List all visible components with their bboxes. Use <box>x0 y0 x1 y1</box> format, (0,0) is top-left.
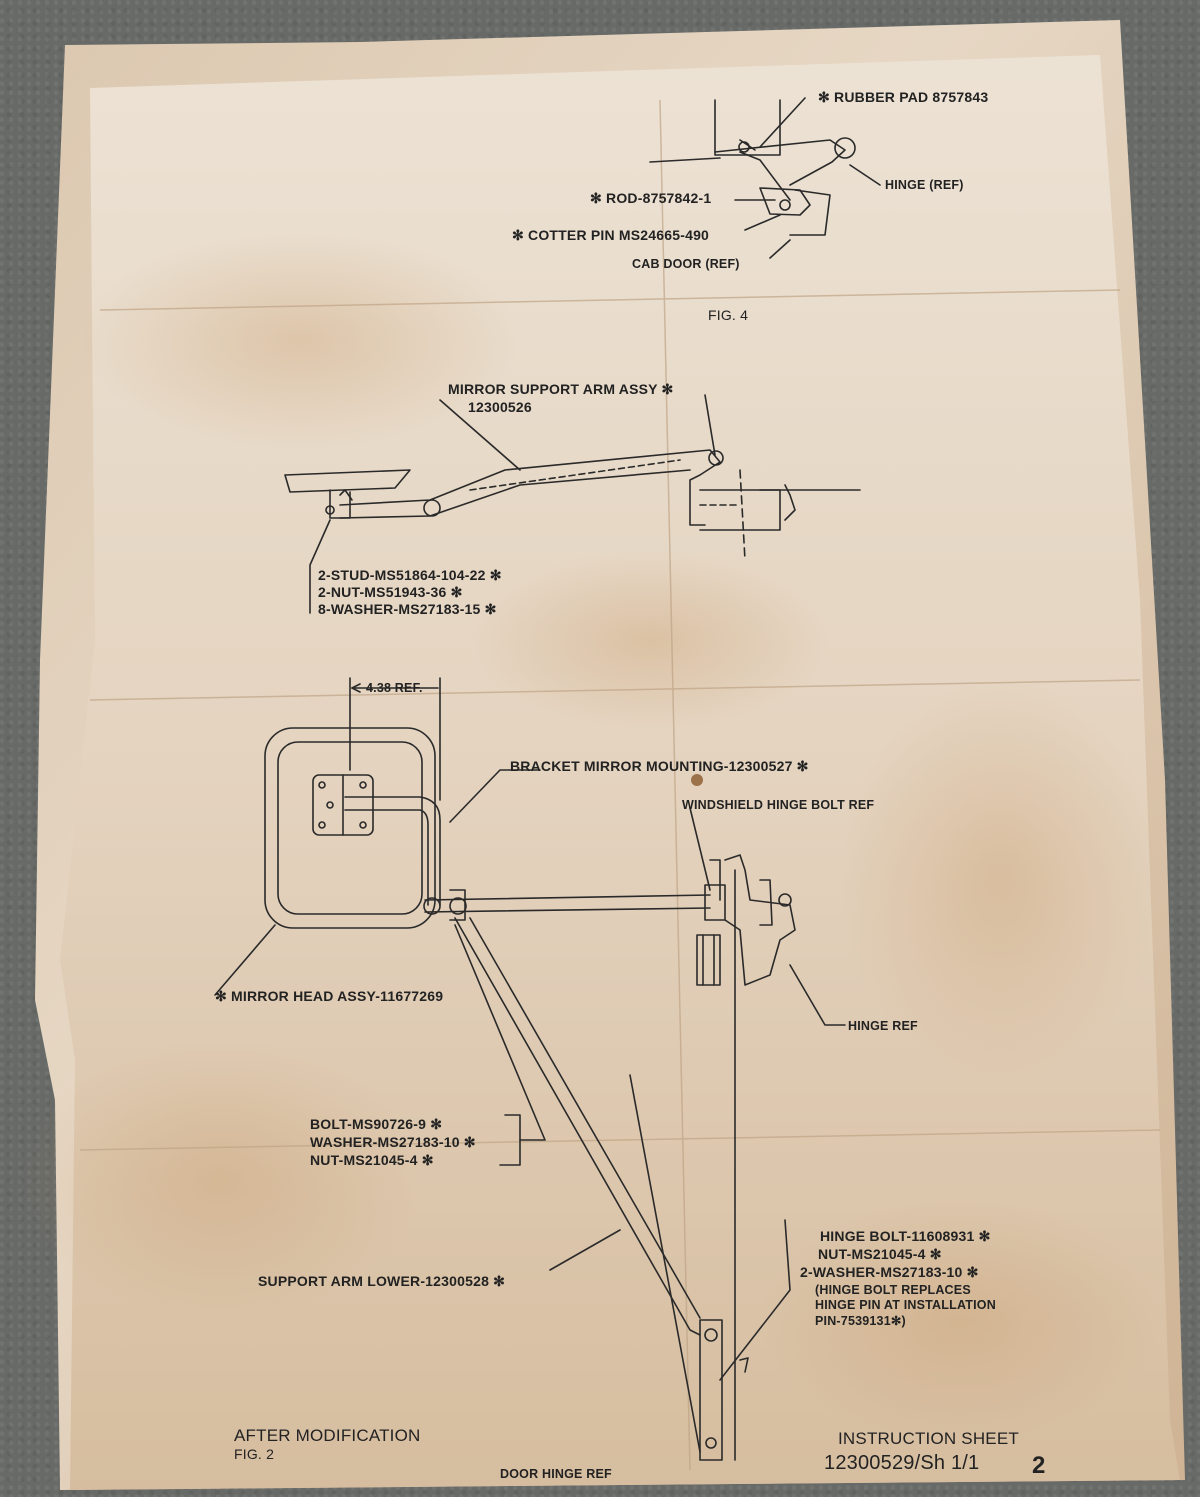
hinge-nut-label: NUT-MS21045-4 ✻ <box>818 1246 942 1262</box>
rubber-pad-label: ✻ RUBBER PAD 8757843 <box>818 89 989 105</box>
fig2-label: FIG. 2 <box>234 1446 275 1462</box>
washer-label: 8-WASHER-MS27183-15 ✻ <box>318 601 497 617</box>
instruction-sheet-title: INSTRUCTION SHEET <box>838 1429 1019 1448</box>
bracket-label: BRACKET MIRROR MOUNTING-12300527 ✻ <box>510 758 809 774</box>
sheet-number: 12300529/Sh 1/1 <box>824 1452 980 1474</box>
support-arm-part-number: 12300526 <box>468 399 532 415</box>
mirror-head-label: ✻ MIRROR HEAD ASSY-11677269 <box>215 988 444 1004</box>
bolt-label: BOLT-MS90726-9 ✻ <box>310 1116 443 1132</box>
hinge-ref-label: HINGE (REF) <box>885 178 964 192</box>
dimension-label: 4.38 REF. <box>366 681 423 695</box>
note-line-3: PIN-7539131✻) <box>815 1314 906 1328</box>
hinge-washer-label: 2-WASHER-MS27183-10 ✻ <box>800 1264 979 1280</box>
door-hinge-label: DOOR HINGE REF <box>500 1467 612 1481</box>
note-line-2: HINGE PIN AT INSTALLATION <box>815 1298 996 1312</box>
washer-label-2: WASHER-MS27183-10 ✻ <box>310 1134 476 1150</box>
fig4-drawing <box>649 97 881 259</box>
windshield-bolt-label: WINDSHIELD HINGE BOLT REF <box>682 798 875 812</box>
support-lower-label: SUPPORT ARM LOWER-12300528 ✻ <box>258 1273 506 1289</box>
after-modification-label: AFTER MODIFICATION <box>234 1426 421 1445</box>
note-line-1: (HINGE BOLT REPLACES <box>815 1283 971 1297</box>
support-arm-drawing <box>284 394 861 614</box>
support-arm-title: MIRROR SUPPORT ARM ASSY ✻ <box>448 381 674 397</box>
cotter-pin-label: ✻ COTTER PIN MS24665-490 <box>512 227 710 243</box>
hinge-bolt-label: HINGE BOLT-11608931 ✻ <box>820 1228 991 1244</box>
stud-label: 2-STUD-MS51864-104-22 ✻ <box>318 567 502 583</box>
page-number: 2 <box>1032 1452 1046 1479</box>
fig2-drawing <box>214 677 846 1461</box>
cab-door-label: CAB DOOR (REF) <box>632 257 740 271</box>
nut-label: 2-NUT-MS51943-36 ✻ <box>318 584 463 600</box>
rod-label: ✻ ROD-8757842-1 <box>590 190 712 206</box>
fig4-label: FIG. 4 <box>708 307 749 323</box>
hinge-ref-label-2: HINGE REF <box>848 1019 918 1033</box>
nut-label-2: NUT-MS21045-4 ✻ <box>310 1152 434 1168</box>
